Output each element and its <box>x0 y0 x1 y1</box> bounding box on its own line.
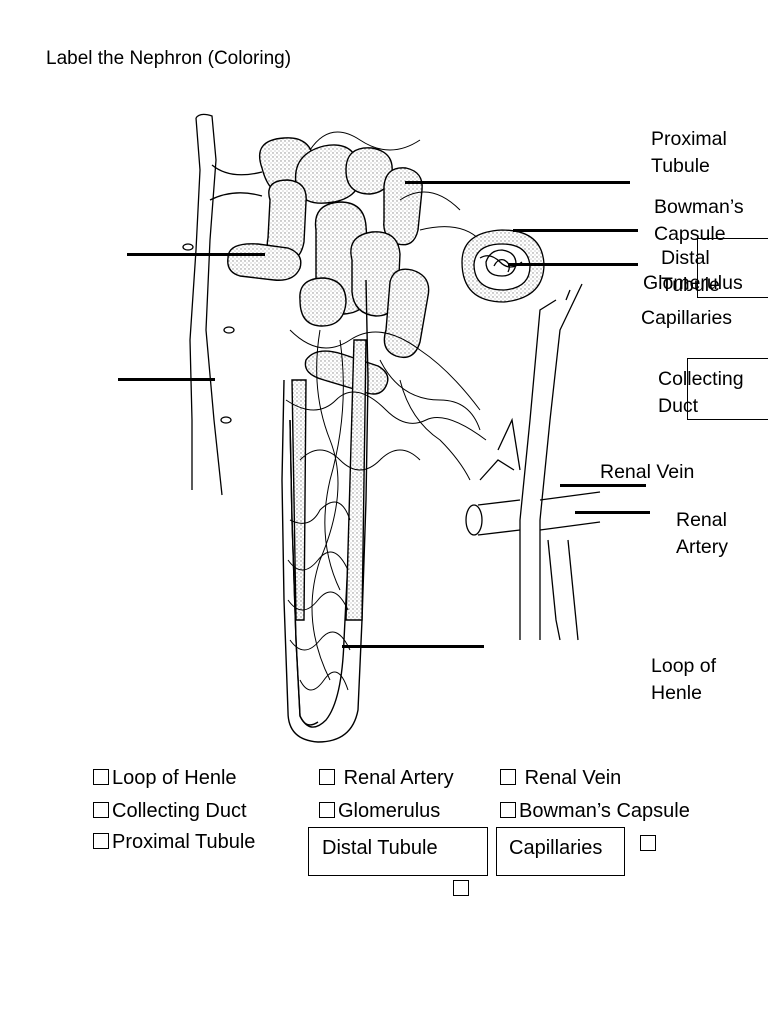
leader-line-distal-tubule <box>508 263 638 266</box>
leader-line-renal-artery <box>575 511 650 514</box>
leader-line-renal-vein <box>560 484 646 487</box>
wordbank-item-loop-of-henle[interactable]: Loop of Henle <box>93 767 237 790</box>
bowmans-capsule-drawing <box>461 229 545 303</box>
label-renal-artery: Renal Artery <box>676 509 729 558</box>
label-collecting-duct: Collecting Duct <box>658 368 744 417</box>
wordbank-box-distal-tubule[interactable]: Distal Tubule <box>308 827 488 876</box>
label-glomerulus: Glomerulus <box>643 272 743 294</box>
label-renal-vein: Renal Vein <box>600 461 695 483</box>
leader-line-blank-1 <box>127 253 265 256</box>
label-distal-tubule: Distal Tubule <box>661 247 720 296</box>
collecting-duct-drawing <box>182 113 263 496</box>
label-box-collecting-duct <box>687 358 768 420</box>
checkbox-icon[interactable] <box>319 802 335 818</box>
leader-line-bowmans-capsule <box>513 229 638 232</box>
label-loop-of-henle: Loop of Henle <box>651 655 717 704</box>
label-bowmans-capsule: Bowman’s Capsule <box>654 196 744 245</box>
wordbank-item-glomerulus[interactable]: Glomerulus <box>319 800 440 823</box>
checkbox-capillaries-icon[interactable] <box>640 835 656 851</box>
leader-line-proximal-tubule <box>405 181 630 184</box>
leader-line-loop-of-henle <box>342 645 484 648</box>
checkbox-icon[interactable] <box>93 802 109 818</box>
checkbox-distal-tubule-icon[interactable] <box>453 880 469 896</box>
wordbank-item-renal-artery[interactable]: Renal Artery <box>319 767 454 790</box>
renal-vessels-drawing <box>465 283 601 641</box>
label-capillaries: Capillaries <box>641 307 733 329</box>
label-box-glomerulus <box>697 238 768 298</box>
checkbox-icon[interactable] <box>500 802 516 818</box>
checkbox-icon[interactable] <box>93 833 109 849</box>
wordbank-item-renal-vein[interactable]: Renal Vein <box>500 767 621 790</box>
page-title: Label the Nephron (Coloring) <box>46 48 292 69</box>
wordbank-box-capillaries[interactable]: Capillaries <box>496 827 625 876</box>
wordbank-item-proximal-tubule[interactable]: Proximal Tubule <box>93 831 255 854</box>
checkbox-icon[interactable] <box>500 769 516 785</box>
checkbox-icon[interactable] <box>93 769 109 785</box>
label-proximal-tubule: Proximal Tubule <box>651 128 727 177</box>
leader-line-blank-2 <box>118 378 215 381</box>
wordbank-item-bowmans-capsule[interactable]: Bowman’s Capsule <box>500 800 690 823</box>
capillary-network-drawing <box>285 131 487 691</box>
convoluted-tubules-drawing <box>227 137 430 395</box>
wordbank-item-collecting-duct[interactable]: Collecting Duct <box>93 800 247 823</box>
loop-of-henle-drawing <box>281 279 369 743</box>
checkbox-icon[interactable] <box>319 769 335 785</box>
